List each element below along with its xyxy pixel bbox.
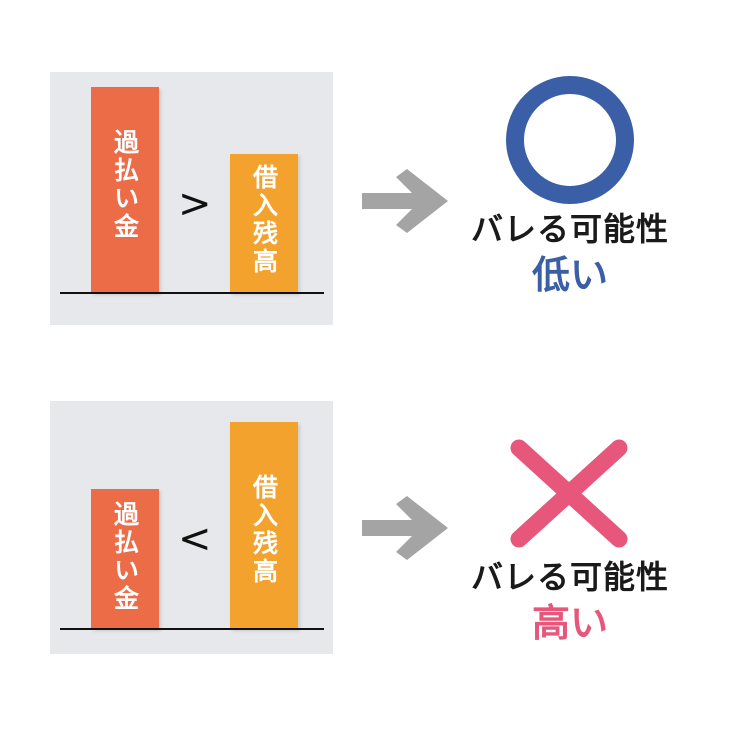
overpayment-label: 過払い金 xyxy=(110,129,140,241)
comparison-panel-2: 過払い金 < 借入残高 xyxy=(50,401,333,654)
loan-balance-bar: 借入残高 xyxy=(230,154,298,293)
circle-icon xyxy=(506,76,634,204)
greater-than-sign: > xyxy=(178,181,212,227)
overpayment-bar: 過払い金 xyxy=(91,87,159,293)
overpayment-label: 過払い金 xyxy=(110,501,140,613)
detection-level-low: 低い xyxy=(531,253,608,297)
less-than-sign: < xyxy=(178,516,212,562)
baseline xyxy=(60,292,324,294)
cross-icon xyxy=(510,439,628,548)
overpayment-bar: 過払い金 xyxy=(91,489,159,629)
loan-balance-label: 借入残高 xyxy=(249,474,279,586)
detection-caption-2: バレる可能性 xyxy=(470,558,669,596)
detection-caption-1: バレる可能性 xyxy=(470,210,669,248)
arrow-right-icon xyxy=(362,169,448,233)
loan-balance-bar: 借入残高 xyxy=(230,422,298,629)
detection-level-high: 高い xyxy=(531,601,608,645)
comparison-panel-1: 過払い金 > 借入残高 xyxy=(50,72,333,325)
arrow-right-icon xyxy=(362,496,448,560)
baseline xyxy=(60,628,324,630)
loan-balance-label: 借入残高 xyxy=(249,164,279,276)
